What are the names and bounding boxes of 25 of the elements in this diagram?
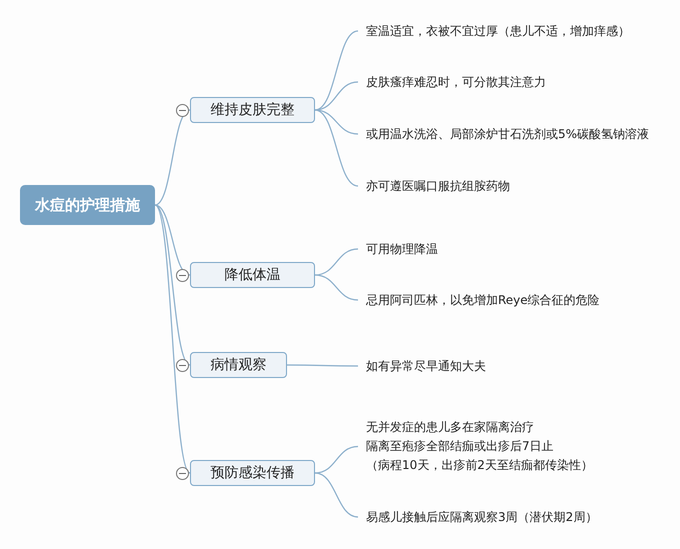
topic-text: 室温适宜，衣被不宜过厚（患儿不适，增加痒感） [358,22,630,40]
topic-text: 皮肤瘙痒难忍时，可分散其注意力 [358,73,546,91]
connector-line [314,446,358,474]
topic-text: 忌用阿司匹林，以免增加Reye综合征的危险 [358,291,600,309]
central-topic: 水痘的护理措施 [20,185,155,225]
connector-line [314,81,358,111]
topic-text: 或用温水洗浴、局部涂炉甘石洗剂或5%碳酸氢钠溶液 [358,125,650,143]
connector-line [314,109,358,135]
topic-box: 维持皮肤完整 [190,97,315,123]
connector-line [314,248,358,276]
topic-text: 隔离至疱疹全部结痂或出疹后7日止 [366,438,555,455]
topic-text: 易感儿接触后应隔离观察3周（潜伏期2周） [358,508,598,526]
topic-text: 亦可遵医嘱口服抗组胺药物 [358,177,510,195]
topic-box: 降低体温 [190,262,315,288]
connector-line [314,472,358,518]
topic-text: 无并发症的患儿多在家隔离治疗 [366,419,535,436]
topic-text: 如有异常尽早通知大夫 [358,357,486,375]
topic-box: 预防感染传播 [190,460,315,486]
topic-text: （病程10天，出疹前2天至结痂都传染性） [366,457,593,474]
topic-box: 病情观察 [190,352,287,378]
topic-text: 可用物理降温 [358,240,438,258]
connector-line [314,109,358,187]
connector-line [287,364,358,367]
connector-line [314,274,358,301]
connector-line [314,30,358,111]
